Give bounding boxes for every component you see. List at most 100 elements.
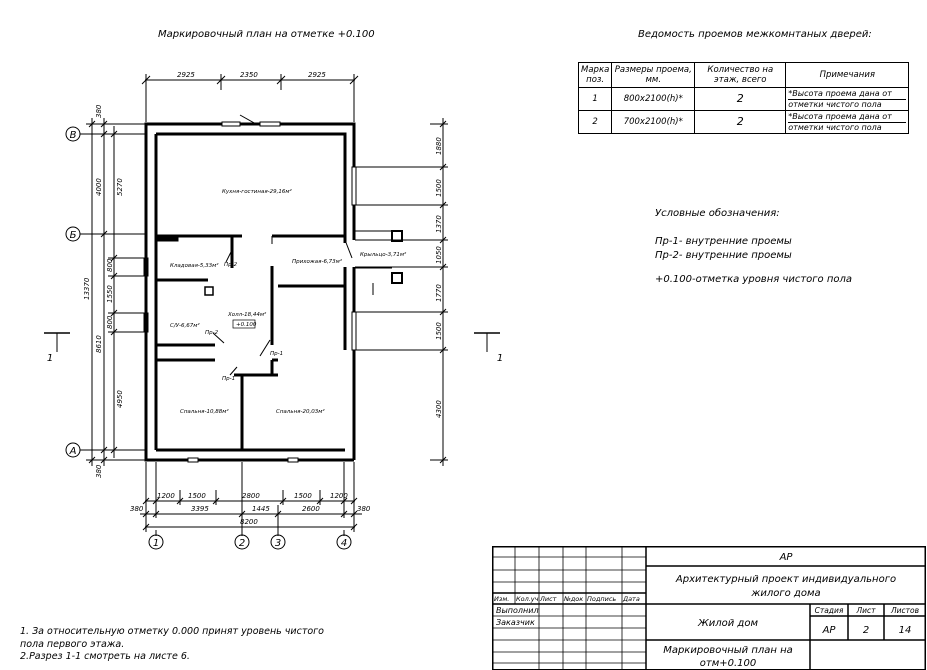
dim-right-1: 1880 [435, 137, 443, 155]
room-porch: Крыльцо-3,71м² [360, 251, 407, 258]
legend-line-3: +0.100-отметка уровня чистого пола [655, 274, 853, 285]
stamp-row-1: Выполнил [496, 606, 539, 615]
room-pantry: Кладовая-5,33м² [170, 262, 219, 269]
axis-label-b: Б [70, 230, 77, 241]
row-mark: 2 [577, 110, 613, 134]
stamp-sheet-title-2: отм+0.100 [700, 658, 757, 669]
axis-label-v: В [70, 130, 77, 141]
stamp-sheets: 14 [899, 625, 912, 636]
opening-pr1-b: Пр-1 [222, 376, 235, 382]
title-block: Изм. Кол.уч Лист №док Подпись Дата Выпол… [492, 546, 926, 670]
stamp-project-line1: Архитектурный проект индивидуального [675, 574, 896, 585]
general-notes: 1. За относительную отметку 0.000 принят… [20, 626, 324, 664]
note-2: 2.Разрез 1-1 смотреть на листе 6. [20, 651, 190, 662]
row-note-line2: отметки чистого пола [788, 121, 907, 133]
row-size: 800x2100(h)* [611, 87, 696, 111]
dim-top-3: 2925 [308, 71, 326, 79]
legend-line-1: Пр-1- внутренние проемы [655, 236, 792, 247]
dim-bottom-4: 1500 [294, 492, 312, 500]
dim-bottom-10: 380 [357, 505, 371, 513]
opening-pr2-a: Пр-2 [224, 262, 238, 268]
header-mark: Марка поз. [577, 62, 613, 88]
dim-bottom-7: 3395 [191, 505, 209, 513]
dim-left-mid-2: 4000 [95, 178, 103, 196]
dim-top-1: 2925 [177, 71, 195, 79]
dim-bottom-5: 1200 [330, 492, 348, 500]
dim-left-outer: 13370 [83, 277, 91, 300]
room-hall: Холл-18,44м² [227, 311, 267, 318]
stamp-row-2: Заказчик [496, 618, 535, 627]
dim-right-2: 1500 [435, 179, 443, 197]
dim-right-5: 1770 [435, 284, 443, 302]
stamp-stage-label: Стадия [815, 606, 844, 615]
dim-right-6: 1500 [435, 322, 443, 340]
dim-left-mid-4: 380 [95, 464, 103, 478]
door-schedule-table: Марка поз. Размеры проема, мм. Количеств… [577, 62, 910, 134]
dim-bottom-2: 1500 [188, 492, 206, 500]
note-1a: 1. За относительную отметку 0.000 принят… [20, 626, 324, 637]
room-bed1: Спальня-10,88м² [180, 408, 229, 415]
room-level: +0.100 [236, 322, 257, 328]
dim-bottom-6: 380 [130, 505, 144, 513]
stamp-col-5: Подпись [587, 595, 616, 603]
legend: Условные обозначения: Пр-1- внутренние п… [655, 207, 852, 287]
room-kitchen: Кухня-гостиная-29,16м² [222, 188, 293, 195]
stamp-project-line2: жилого дома [750, 588, 820, 599]
axis-label-1: 1 [153, 538, 159, 549]
legend-line-2: Пр-2- внутренние проемы [655, 250, 792, 261]
legend-title: Условные обозначения: [655, 208, 780, 219]
opening-pr2-b: Пр-2 [205, 330, 219, 336]
axis-label-3: 3 [275, 538, 281, 549]
dim-right-3: 1370 [435, 215, 443, 233]
section-mark-right: 1 [497, 353, 503, 364]
stamp-col-1: Изм. [494, 595, 509, 603]
axis-label-a: А [69, 446, 77, 457]
axis-label-2: 2 [239, 538, 245, 549]
dim-left-mid-1: 380 [95, 104, 103, 118]
dim-bottom-8: 1445 [252, 505, 270, 513]
room-bed2: Спальня-20,03м² [276, 408, 325, 415]
dim-left-inner-2: 800 [106, 258, 114, 272]
dim-left-mid-3: 8610 [95, 335, 103, 353]
dim-bottom-9: 2600 [302, 505, 320, 513]
stamp-sheet-title-1: Маркировочный план на [663, 645, 793, 656]
row-mark: 1 [577, 87, 613, 111]
dim-left-inner-4: 800 [106, 315, 114, 329]
opening-pr1-a: Пр-1 [270, 351, 283, 357]
schedule-title: Ведомость проемов межкомнтаных дверей: [638, 29, 872, 40]
stamp-sheet: 2 [863, 625, 869, 636]
row-note-line1: *Высота проема дана от [788, 111, 892, 121]
dim-right-4: 1050 [435, 246, 443, 264]
room-bath: С/У-6,67м² [170, 322, 200, 329]
stamp-building: Жилой дом [697, 618, 758, 629]
dim-bottom-total: 8200 [240, 518, 258, 526]
note-1b: пола первого этажа. [20, 638, 125, 650]
section-mark-left: 1 [47, 353, 53, 364]
dim-left-inner-3: 1550 [106, 285, 114, 303]
dim-right-7: 4300 [435, 400, 443, 418]
dim-top-2: 2350 [240, 71, 258, 79]
stamp-sheet-label: Лист [855, 606, 876, 615]
stamp-sheets-label: Листов [890, 606, 919, 615]
row-note-line2: отметки чистого пола [788, 98, 907, 110]
dim-bottom-1: 1200 [157, 492, 175, 500]
stamp-col-6: Дата [622, 595, 640, 603]
stamp-code: АР [779, 552, 794, 563]
table-header-row: Марка поз. Размеры проема, мм. Количеств… [577, 62, 910, 88]
plan-title: Маркировочный план на отметке +0.100 [158, 29, 375, 40]
axis-label-4: 4 [341, 538, 347, 549]
stamp-stage: АР [822, 625, 837, 636]
stamp-col-3: Лист [539, 595, 557, 603]
dim-left-inner-5: 4950 [116, 390, 124, 408]
stamp-col-4: №док [563, 595, 583, 603]
row-qty: 2 [694, 110, 787, 134]
room-hallway: Прихожая-6,73м² [292, 258, 343, 265]
dim-bottom-3: 2800 [242, 492, 260, 500]
stamp-col-2: Кол.уч [516, 595, 539, 603]
row-note-line1: *Высота проема дана от [788, 88, 892, 98]
dim-left-inner-1: 5270 [116, 178, 124, 196]
